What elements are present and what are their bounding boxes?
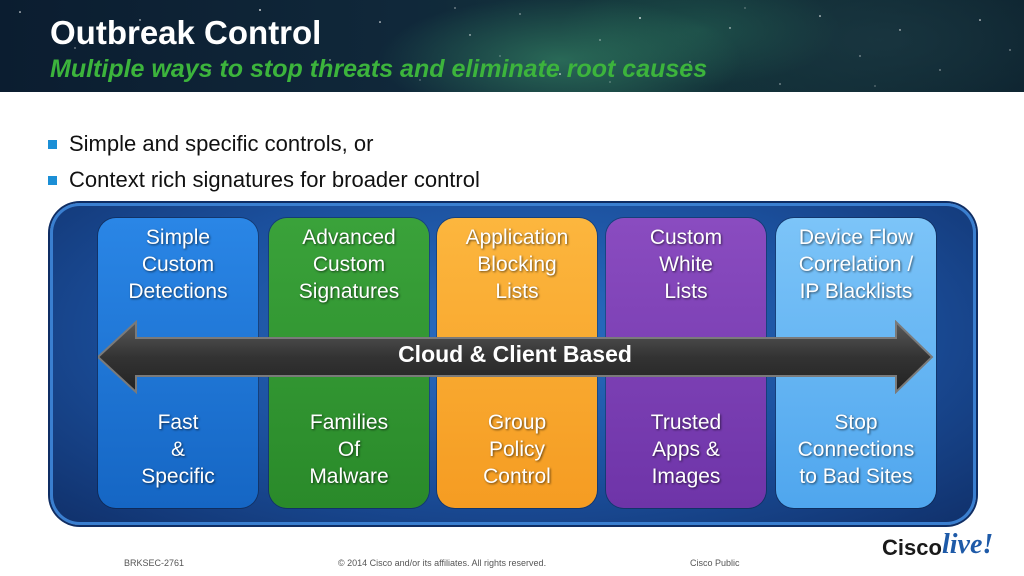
bullet-item: Simple and specific controls, or: [48, 126, 480, 162]
column-bottom-label: Fast & Specific: [141, 411, 215, 488]
column-bottom-label: Families Of Malware: [309, 411, 389, 488]
logo-brand-text: Cisco: [882, 535, 942, 560]
column-top-label: Custom White Lists: [649, 226, 723, 303]
footer-classification: Cisco Public: [690, 558, 740, 568]
arrow-label: Cloud & Client Based: [398, 341, 632, 367]
footer-session-id: BRKSEC-2761: [124, 558, 185, 568]
column-top-label: Simple Custom Detections: [128, 226, 228, 303]
page-title: Outbreak Control: [50, 14, 322, 51]
square-bullet-icon: [48, 139, 57, 149]
column-top-label: Advanced Custom Signatures: [298, 226, 400, 303]
starfield-background: [19, 7, 1011, 87]
bullet-text: Simple and specific controls, or: [69, 131, 374, 156]
column-top-label: Application Blocking Lists: [465, 226, 569, 303]
footer-copyright: © 2014 Cisco and/or its affiliates. All …: [338, 558, 547, 568]
square-bullet-icon: [48, 175, 57, 185]
bullet-list: Simple and specific controls, or Context…: [48, 126, 480, 198]
column-bottom-label: Group Policy Control: [483, 411, 551, 488]
bullet-text: Context rich signatures for broader cont…: [69, 167, 480, 192]
logo-event-text: live!: [942, 529, 993, 560]
cisco-live-logo: Cisco live!: [882, 529, 993, 560]
page-subtitle: Multiple ways to stop threats and elimin…: [50, 55, 708, 83]
column-top-label: Device Flow Correlation / IP Blacklists: [798, 226, 914, 303]
header-banner: Outbreak Control Multiple ways to stop t…: [0, 0, 1024, 92]
bullet-item: Context rich signatures for broader cont…: [48, 162, 480, 198]
column-bottom-label: Stop Connections to Bad Sites: [797, 411, 915, 488]
double-arrow-icon: [98, 320, 934, 394]
column-bottom-label: Trusted Apps & Images: [650, 411, 722, 488]
